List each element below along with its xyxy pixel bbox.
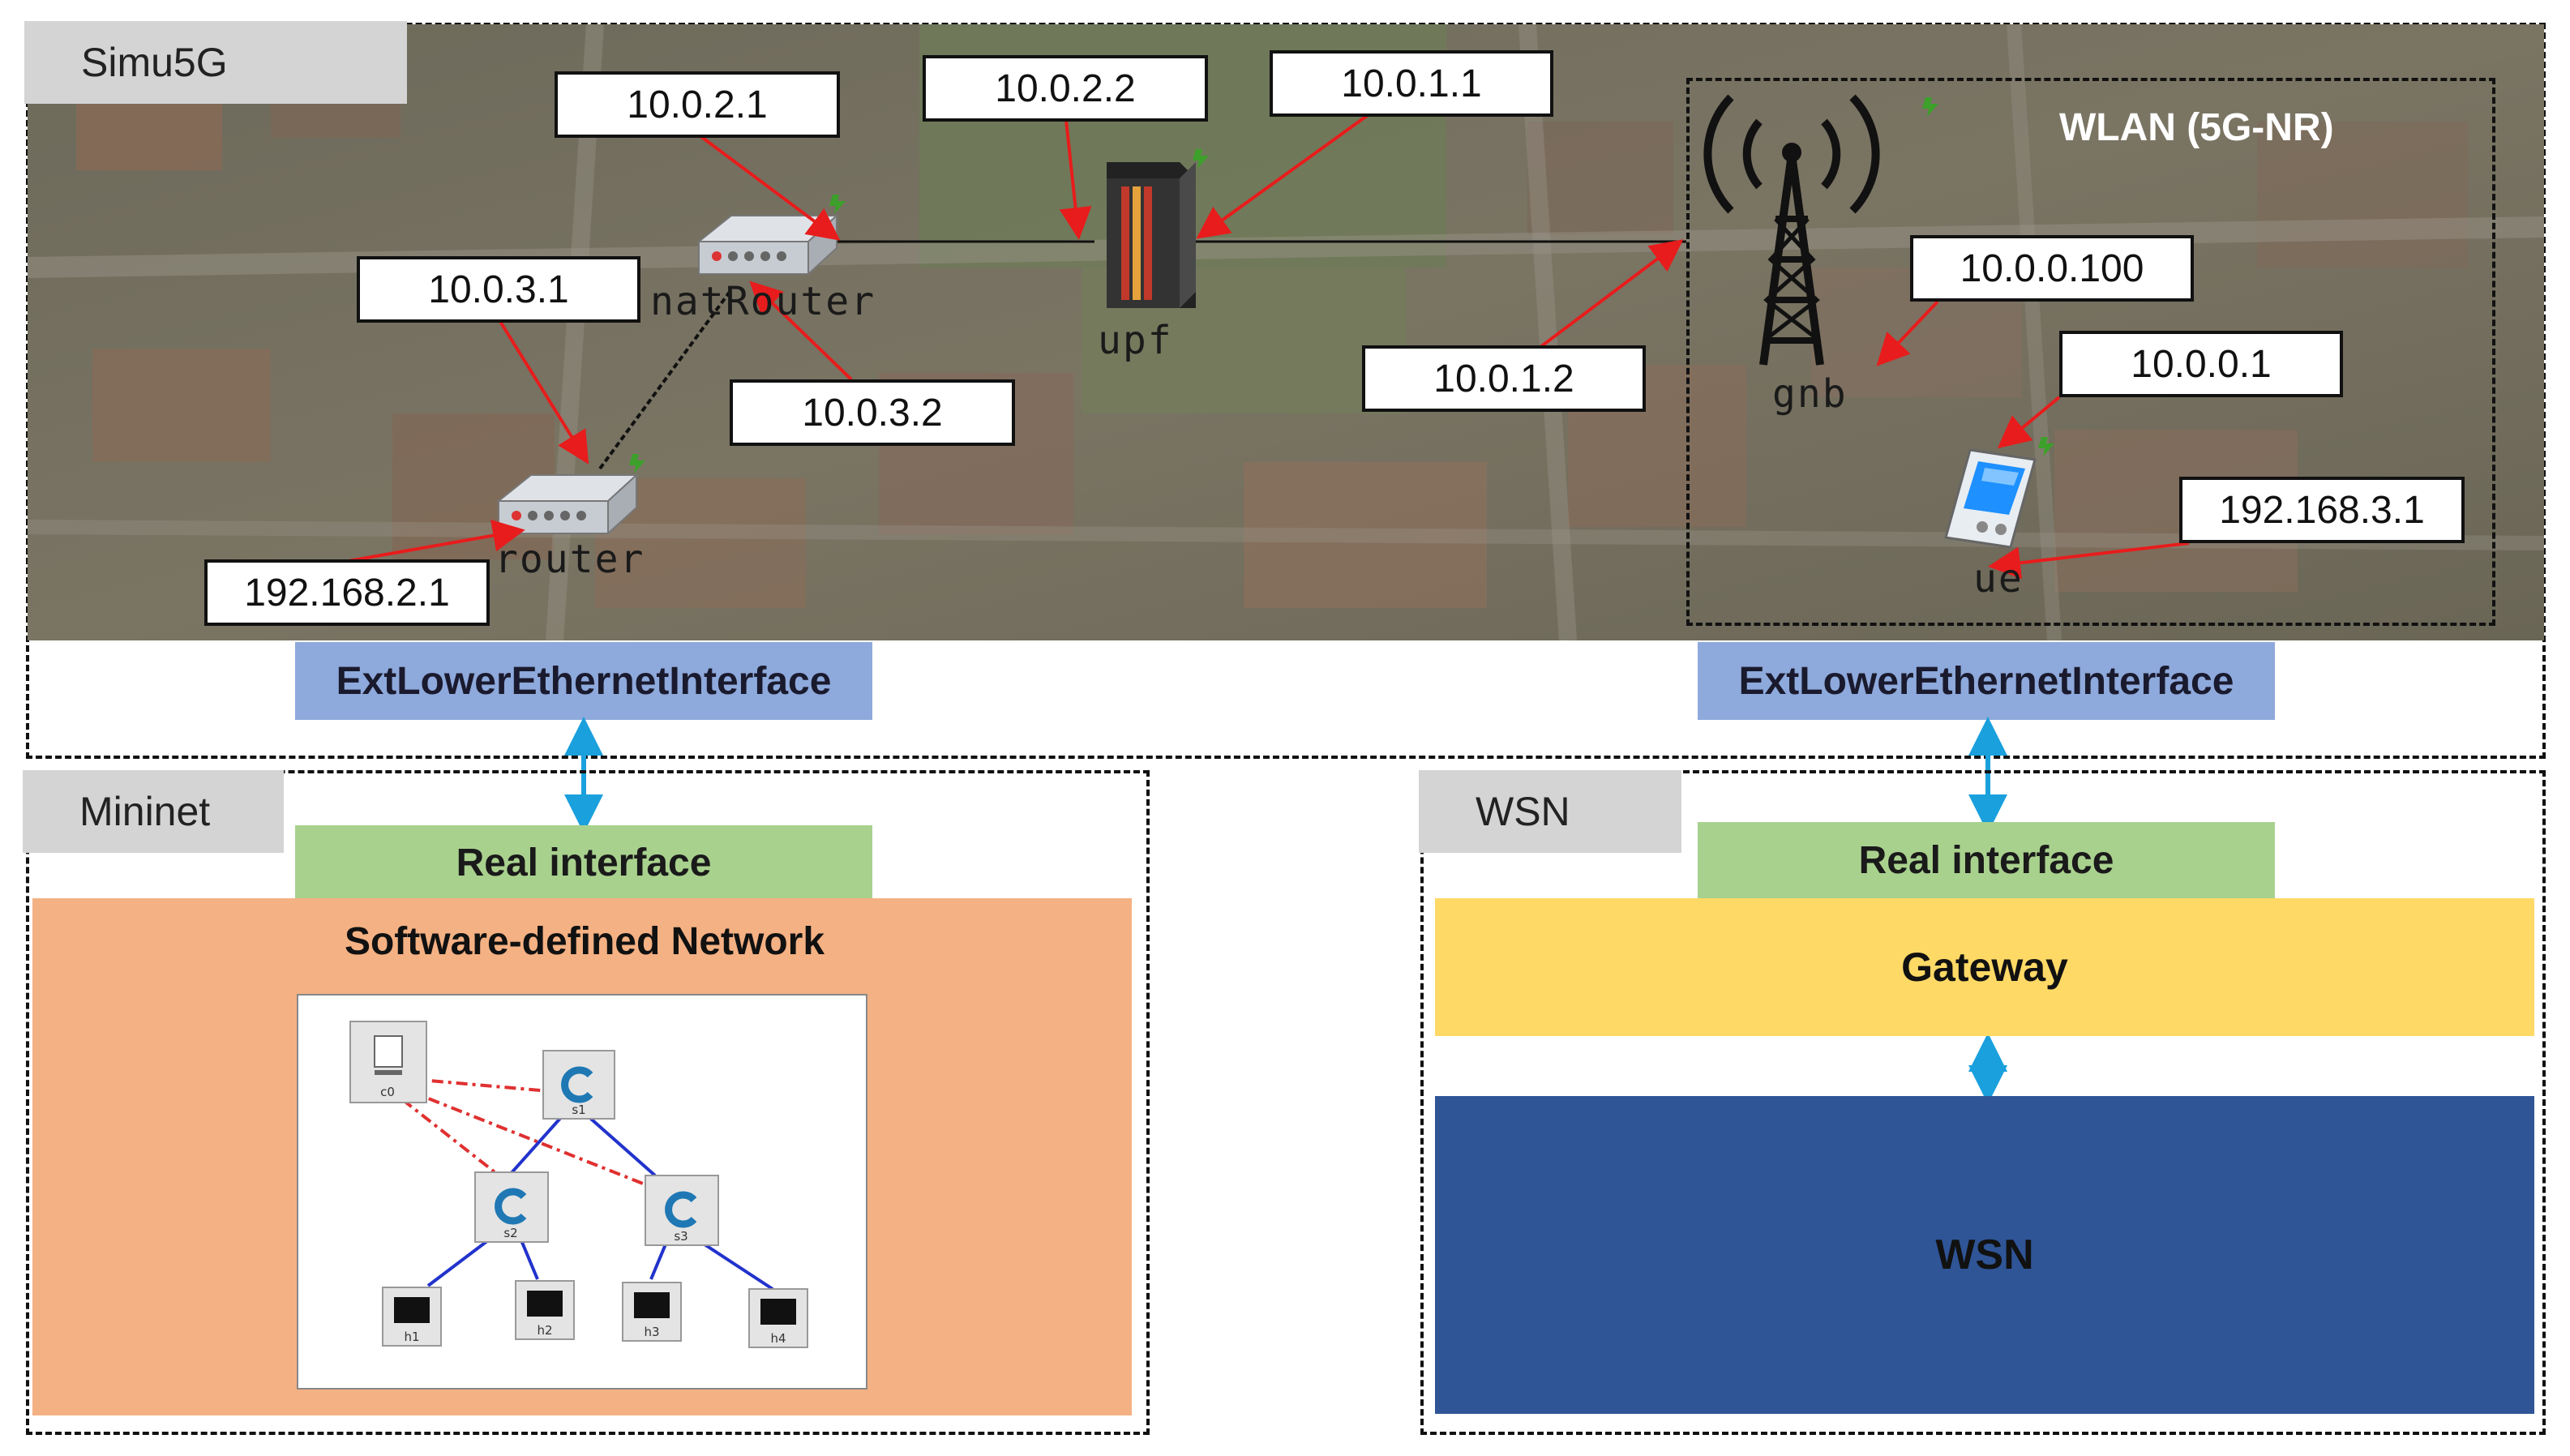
ip-label-10-0-3-2: 10.0.3.2 xyxy=(730,379,1015,446)
wsn-title: WSN xyxy=(1476,789,1570,834)
ip-label-10-0-0-1: 10.0.0.1 xyxy=(2059,331,2343,397)
wsn-title-tab: WSN xyxy=(1419,770,1681,853)
gateway-block: Gateway xyxy=(1435,898,2534,1036)
host-h3-icon xyxy=(622,1282,682,1342)
ip-label-10-0-3-1: 10.0.3.1 xyxy=(357,256,640,323)
node-label-h1: h1 xyxy=(404,1330,419,1344)
natrouter-label: natRouter xyxy=(650,279,876,324)
router-label: router xyxy=(495,537,645,582)
arrow-10-0-2-1 xyxy=(696,132,841,241)
simu5g-title: Simu5G xyxy=(81,40,228,85)
host-h2-icon xyxy=(515,1280,575,1340)
wlan-container xyxy=(1686,78,2495,626)
arrow-10-0-0-100 xyxy=(1876,300,1939,366)
sdn-topology: c0 s1 s2 s3 h1 h2 h3 h4 xyxy=(349,1021,808,1348)
ip-label-10-0-1-1: 10.0.1.1 xyxy=(1270,50,1553,117)
ip-label-10-0-2-1: 10.0.2.1 xyxy=(555,71,840,138)
simu5g-title-tab: Simu5G xyxy=(24,21,407,104)
ip-label-192-168-2-1: 192.168.2.1 xyxy=(204,559,490,626)
link-router-natrouter xyxy=(598,290,731,470)
mininet-title-tab: Mininet xyxy=(23,770,284,853)
ip-label-192-168-3-1: 192.168.3.1 xyxy=(2179,477,2465,543)
ctrl-link-c0-s3 xyxy=(383,1079,644,1185)
wsn-container xyxy=(1420,770,2546,1435)
mininet-real-interface: Real interface xyxy=(295,825,872,900)
ue-phone-icon xyxy=(1944,437,2054,549)
arrow-10-0-3-2 xyxy=(749,280,853,381)
node-label-s2: s2 xyxy=(503,1226,517,1240)
arrow-10-0-3-1 xyxy=(498,319,589,465)
simu5g-diagram-layer xyxy=(348,94,2190,580)
arrow-192-168-3-1 xyxy=(1988,542,2190,580)
node-label-c0: c0 xyxy=(380,1085,395,1099)
node-label-h3: h3 xyxy=(644,1325,659,1339)
ip-label-10-0-0-100: 10.0.0.100 xyxy=(1910,235,2194,302)
arrow-10-0-0-1 xyxy=(1997,396,2061,449)
upf-server-icon xyxy=(1107,149,1209,308)
wsn-real-interface: Real interface xyxy=(1698,822,2275,898)
ext-lower-ethernet-interface-right: ExtLowerEthernetInterface xyxy=(1698,642,2275,720)
node-label-s1: s1 xyxy=(572,1103,585,1117)
arrow-10-0-1-2 xyxy=(1539,239,1684,349)
host-h1-icon xyxy=(382,1287,442,1347)
arrow-10-0-1-1 xyxy=(1196,112,1372,239)
upf-label: upf xyxy=(1098,318,1173,363)
ue-label: ue xyxy=(1973,556,2024,602)
switch-s2-icon xyxy=(474,1171,549,1243)
arrow-192-168-2-1 xyxy=(348,519,525,563)
sdn-topology-inset: c0 s1 s2 s3 h1 h2 h3 h4 xyxy=(297,994,867,1390)
router-icon xyxy=(496,454,645,536)
mininet-title: Mininet xyxy=(79,789,211,834)
wsn-block: WSN xyxy=(1435,1096,2534,1414)
gnb-tower-icon xyxy=(1703,94,1938,366)
ext-lower-ethernet-interface-left: ExtLowerEthernetInterface xyxy=(295,642,872,720)
wlan-title: WLAN (5G-NR) xyxy=(2059,106,2334,149)
ip-label-10-0-1-2: 10.0.1.2 xyxy=(1362,345,1646,412)
gnb-label: gnb xyxy=(1772,371,1848,417)
node-label-h2: h2 xyxy=(537,1323,552,1338)
switch-s1-icon xyxy=(542,1050,615,1120)
mininet-container xyxy=(26,770,1150,1435)
node-label-s3: s3 xyxy=(674,1229,687,1244)
switch-s3-icon xyxy=(645,1175,719,1246)
node-label-h4: h4 xyxy=(770,1331,786,1346)
controller-c0-icon xyxy=(349,1021,427,1103)
ip-label-10-0-2-2: 10.0.2.2 xyxy=(923,55,1208,122)
host-h4-icon xyxy=(748,1288,808,1348)
arrow-10-0-2-2 xyxy=(1059,119,1092,240)
sdn-title: Software-defined Network xyxy=(344,920,825,963)
